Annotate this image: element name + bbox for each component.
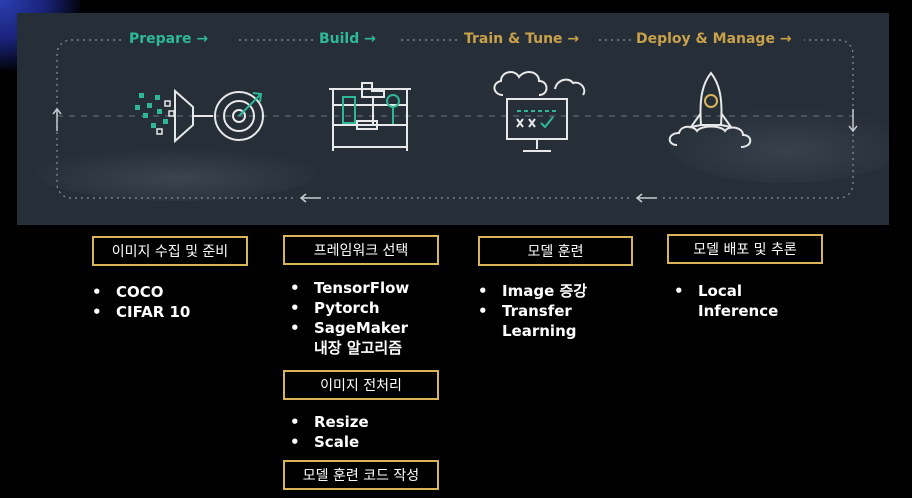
- deploy-list: Local Inference: [674, 281, 778, 321]
- list-item: Local Inference: [674, 281, 778, 321]
- preprocess-list: Resize Scale: [290, 412, 369, 452]
- list-item: Resize: [290, 412, 369, 432]
- dot-terrain-left: [37, 145, 317, 201]
- rocket-icon: [668, 71, 752, 148]
- framework-list: TensorFlow Pytorch SageMaker 내장 알고리즘: [290, 278, 409, 358]
- funnel-target-icon: [135, 88, 264, 144]
- prepare-box: 이미지 수집 및 준비: [92, 236, 248, 266]
- left-arrow-icon-2: [632, 191, 662, 205]
- stage-train-tune: Train & Tune →: [464, 31, 580, 47]
- banner-graphics: [37, 29, 889, 205]
- train-box: 모델 훈련: [478, 236, 633, 266]
- stage-build: Build →: [319, 31, 376, 47]
- prepare-list: COCO CIFAR 10: [92, 282, 190, 322]
- toolbox-icon: [329, 82, 411, 151]
- list-item: Image 증강: [478, 281, 587, 301]
- preprocess-box: 이미지 전처리: [283, 370, 439, 400]
- loop-path: [56, 39, 854, 199]
- dot-terrain-right: [667, 103, 889, 183]
- list-item: Scale: [290, 432, 369, 452]
- list-item: TensorFlow: [290, 278, 409, 298]
- up-arrow-icon: [52, 107, 62, 131]
- train-list: Image 증강 Transfer Learning: [478, 281, 587, 341]
- ml-workflow-banner: Prepare → Build → Train & Tune → Deploy …: [17, 13, 889, 225]
- deploy-box: 모델 배포 및 추론: [667, 234, 823, 264]
- left-arrow-icon: [297, 191, 327, 205]
- list-item: CIFAR 10: [92, 302, 190, 322]
- list-item: Pytorch: [290, 298, 409, 318]
- list-item: COCO: [92, 282, 190, 302]
- list-item: SageMaker 내장 알고리즘: [290, 318, 409, 358]
- cloud-monitor-icon: [493, 71, 586, 152]
- stage-prepare: Prepare →: [129, 31, 209, 47]
- framework-box: 프레임워크 선택: [283, 235, 439, 265]
- training-code-box: 모델 훈련 코드 작성: [283, 460, 439, 490]
- list-item: Transfer Learning: [478, 301, 587, 341]
- stage-deploy-manage: Deploy & Manage →: [636, 31, 792, 47]
